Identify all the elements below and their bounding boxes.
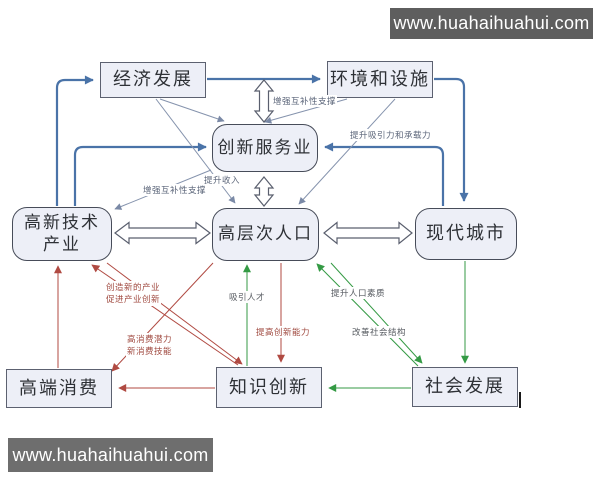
edge-population-to-social	[330, 262, 423, 364]
edge-hightech-to-knowledge	[106, 262, 243, 365]
edge-label-population-quality: 提升人口素质	[330, 287, 387, 300]
edge-moderncity-to-innovationservice	[324, 142, 445, 206]
edge-environment-to-moderncity	[434, 77, 469, 202]
node-environment-label: 环境和设施	[330, 68, 430, 89]
node-social-label: 社会发展	[425, 376, 505, 397]
node-environment: 环境和设施	[327, 61, 433, 98]
node-hightech-label-line2: 产业	[43, 235, 81, 254]
edge-label-social-structure: 改善社会结构	[351, 326, 408, 339]
watermark-bottom: www.huahaihuahui.com	[8, 438, 213, 472]
block-arrow-top-to-innovationservice	[253, 79, 275, 123]
node-social: 社会发展	[412, 367, 518, 407]
edge-label-complement-left: 增强互补性支撑	[142, 184, 208, 197]
node-hightech: 高新技术 产业	[12, 207, 112, 261]
block-arrow-population-moderncity	[323, 221, 413, 245]
node-innovation-service-label: 创新服务业	[217, 137, 313, 157]
node-knowledge: 知识创新	[216, 367, 322, 408]
watermark-top: www.huahaihuahui.com	[390, 8, 593, 39]
edge-label-consumption-line2: 新消费技能	[127, 346, 173, 357]
edge-label-consumption-potential: 高消费潜力 新消费技能	[126, 333, 174, 358]
edge-label-new-industry-line2: 促进产业创新	[106, 294, 161, 305]
node-modern-city: 现代城市	[415, 208, 517, 260]
node-innovation-service: 创新服务业	[212, 124, 318, 172]
node-economy-label: 经济发展	[113, 69, 193, 90]
node-hightech-label-line1: 高新技术	[24, 212, 100, 232]
edge-label-new-industry-line1: 创造新的产业	[106, 282, 161, 292]
edge-social-to-population	[316, 263, 419, 367]
edge-hightech-to-innovationservice	[73, 142, 207, 206]
node-economy: 经济发展	[100, 62, 206, 98]
node-knowledge-label: 知识创新	[229, 376, 309, 397]
node-modern-city-label: 现代城市	[426, 223, 506, 244]
node-consumption-label: 高端消费	[19, 377, 99, 398]
edge-label-raise-income: 提升收入	[203, 174, 242, 187]
node-population-label: 高层次人口	[218, 224, 313, 244]
edge-label-attract-capacity: 提升吸引力和承载力	[349, 129, 433, 142]
edge-label-innovation-ability: 提高创新能力	[255, 326, 312, 339]
edge-label-new-industry: 创造新的产业 促进产业创新	[105, 281, 162, 306]
edge-label-complement-top: 增强互补性支撑	[272, 95, 338, 108]
block-arrow-hightech-population	[114, 221, 211, 245]
edge-hightech-to-economy	[55, 75, 94, 206]
edge-label-attract-talent: 吸引人才	[228, 291, 267, 304]
node-consumption: 高端消费	[6, 369, 112, 408]
node-population: 高层次人口	[212, 208, 319, 261]
edge-environment-to-population	[298, 98, 396, 205]
edge-label-consumption-line1: 高消费潜力	[127, 334, 173, 344]
block-arrow-innovationservice-population	[253, 176, 275, 207]
edge-economy-to-innovationservice	[159, 98, 225, 123]
text-cursor-artifact	[519, 392, 521, 408]
